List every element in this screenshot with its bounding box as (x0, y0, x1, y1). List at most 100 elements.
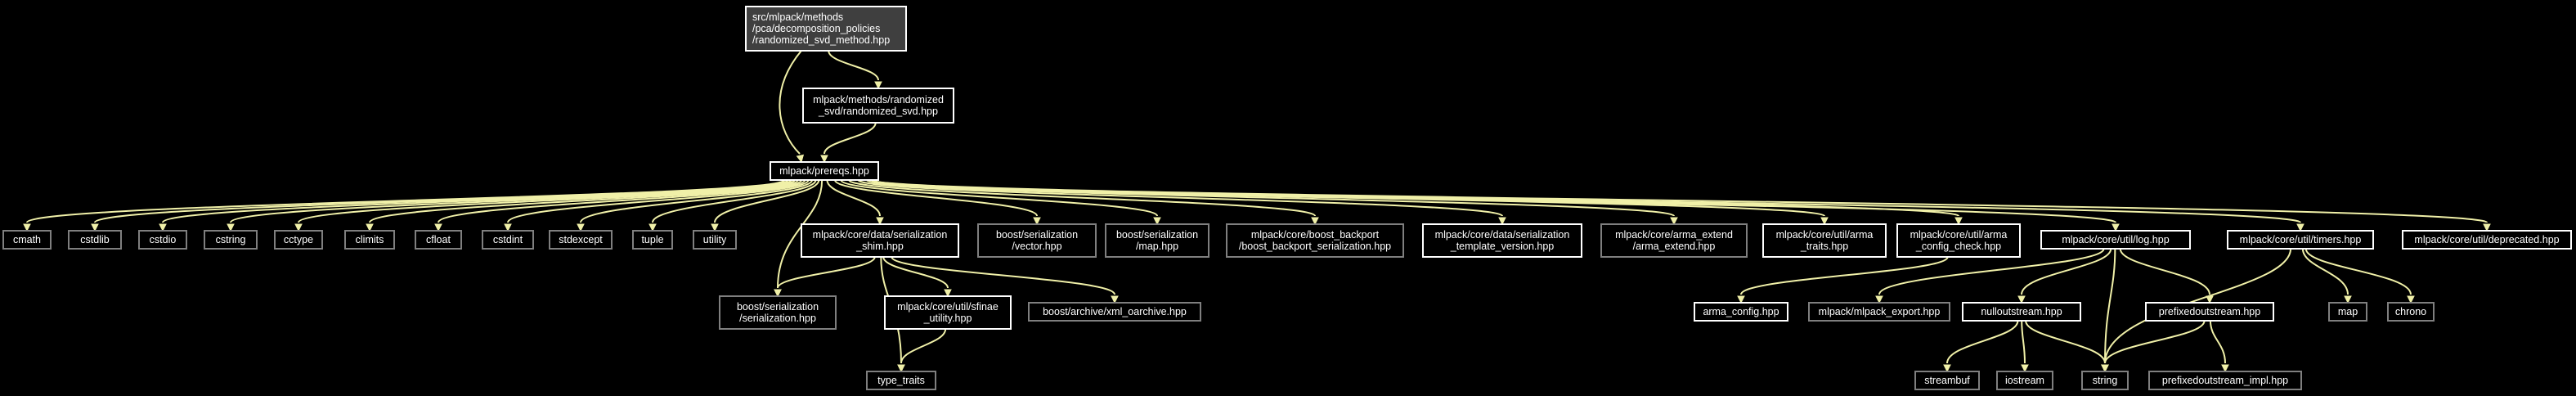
node-label: type_traits (877, 375, 925, 386)
edge-arrowhead (2101, 364, 2109, 373)
node-log[interactable]: mlpack/core/util/log.hpp (2040, 230, 2191, 250)
edge-arrowhead (1033, 217, 1041, 226)
edge-line (652, 179, 817, 223)
node-deprecated[interactable]: mlpack/core/util/deprecated.hpp (2402, 230, 2572, 250)
node-box (138, 230, 187, 250)
edge-34 (2119, 248, 2214, 304)
edge-line (298, 179, 799, 223)
edge-line (900, 328, 947, 364)
node-label: /boost_backport_serialization.hpp (1239, 241, 1391, 252)
node-map[interactable]: map (2328, 302, 2367, 322)
edge-layer (23, 50, 2491, 373)
node-cstdint[interactable]: cstdint (482, 230, 534, 250)
node-backport[interactable]: mlpack/core/boost_backport/boost_backpor… (1226, 223, 1404, 258)
edge-arrowhead (294, 223, 303, 232)
edge-arrowhead (577, 223, 585, 232)
node-label: cstdio (150, 234, 177, 245)
edge-arrowhead (2221, 364, 2229, 373)
node-box (68, 230, 122, 250)
edge-23 (871, 179, 2304, 232)
edge-7 (294, 179, 799, 232)
edge-line (714, 179, 820, 223)
node-cmath[interactable]: cmath (2, 230, 52, 250)
edge-line (2304, 248, 2412, 295)
node-sfinae[interactable]: mlpack/core/util/sfinae_utility.hpp (884, 295, 1012, 330)
node-cstdlib[interactable]: cstdlib (68, 230, 122, 250)
node-chrono[interactable]: chrono (2387, 302, 2435, 322)
node-rsvd[interactable]: mlpack/methods/randomized_svd/randomized… (802, 88, 954, 124)
node-stdexcept[interactable]: stdexcept (549, 230, 613, 250)
node-cfloat[interactable]: cfloat (415, 230, 462, 250)
node-box (719, 295, 837, 330)
node-prefixed[interactable]: prefixedoutstream.hpp (2145, 302, 2274, 322)
node-utility[interactable]: utility (693, 230, 737, 250)
edge-arrowhead (774, 289, 782, 298)
edge-arrowhead (1153, 217, 1161, 226)
node-cstring[interactable]: cstring (204, 230, 258, 250)
node-box (884, 295, 1012, 330)
node-label: boost/serialization (1116, 229, 1198, 241)
node-prereqs[interactable]: mlpack/prereqs.hpp (770, 161, 879, 181)
node-label: chrono (2395, 306, 2426, 317)
edge-line (857, 179, 1503, 217)
node-arma_traits[interactable]: mlpack/core/util/arma_traits.hpp (1762, 223, 1887, 258)
edge-38 (2025, 320, 2109, 373)
edge-arrowhead (1943, 364, 1951, 373)
edge-line (840, 179, 1158, 217)
node-box (2, 230, 52, 250)
edge-line (824, 122, 877, 155)
node-iostream[interactable]: iostream (1996, 371, 2053, 390)
node-label: climits (356, 234, 384, 245)
node-boost_map[interactable]: boost/serialization/map.hpp (1105, 223, 1209, 258)
node-tuple[interactable]: tuple (632, 230, 673, 250)
node-label: /randomized_svd_method.hpp (752, 34, 890, 46)
node-arma_ext[interactable]: mlpack/core/arma_extend/arma_extend.hpp (1600, 223, 1748, 258)
node-xml_oarchive[interactable]: boost/archive/xml_oarchive.hpp (1028, 302, 1201, 322)
node-ser_tmpl[interactable]: mlpack/core/data/serialization_template_… (1422, 223, 1582, 258)
node-label: utility (703, 234, 727, 245)
edge-arrowhead (2021, 364, 2029, 373)
node-box (1914, 371, 1980, 390)
edge-line (891, 256, 1115, 295)
node-prefixed_impl[interactable]: prefixedoutstream_impl.hpp (2148, 371, 2302, 390)
node-ser_shim[interactable]: mlpack/core/data/serialization_shim.hpp (801, 223, 959, 258)
node-arma_cfg_chk[interactable]: mlpack/core/util/arma_config_check.hpp (1896, 223, 2021, 258)
edge-arrowhead (23, 223, 31, 232)
node-root[interactable]: src/mlpack/methods/pca/decomposition_pol… (745, 6, 907, 52)
node-label: prefixedoutstream.hpp (2159, 306, 2260, 317)
node-streambuf[interactable]: streambuf (1914, 371, 1980, 390)
node-cctype[interactable]: cctype (274, 230, 323, 250)
node-box (1808, 302, 1950, 322)
edge-arrowhead (944, 289, 952, 298)
node-box (2040, 230, 2191, 250)
node-label: mlpack/prereqs.hpp (779, 165, 869, 177)
node-label: mlpack/core/util/deprecated.hpp (2414, 234, 2559, 245)
edge-arrowhead (227, 223, 235, 232)
node-string[interactable]: string (2081, 371, 2129, 390)
node-timers[interactable]: mlpack/core/util/timers.hpp (2227, 230, 2374, 250)
node-boost_ser[interactable]: boost/serialization/serialization.hpp (719, 295, 837, 330)
edge-line (777, 179, 824, 289)
node-label: /vector.hpp (1012, 241, 1061, 252)
node-arma_config[interactable]: arma_config.hpp (1694, 302, 1788, 322)
node-box (482, 230, 534, 250)
edge-arrowhead (159, 223, 167, 232)
node-boost_vec[interactable]: boost/serialization/vector.hpp (977, 223, 1097, 258)
edge-24 (871, 179, 2491, 232)
edge-arrowhead (504, 223, 512, 232)
node-mlpack_export[interactable]: mlpack/mlpack_export.hpp (1808, 302, 1950, 322)
edge-line (2021, 248, 2112, 295)
node-type_traits[interactable]: type_traits (866, 371, 936, 390)
node-box (745, 6, 907, 52)
node-label: _shim.hpp (855, 241, 904, 252)
node-climits[interactable]: climits (344, 230, 395, 250)
node-nullout[interactable]: nulloutstream.hpp (1962, 302, 2081, 322)
node-cstdio[interactable]: cstdio (138, 230, 187, 250)
edge-arrowhead (1498, 217, 1506, 226)
node-label: mlpack/mlpack_export.hpp (1819, 306, 1941, 317)
edge-line (871, 179, 2488, 223)
edge-36 (1943, 320, 2019, 373)
edge-line (1878, 248, 2105, 295)
edge-line (507, 179, 810, 223)
